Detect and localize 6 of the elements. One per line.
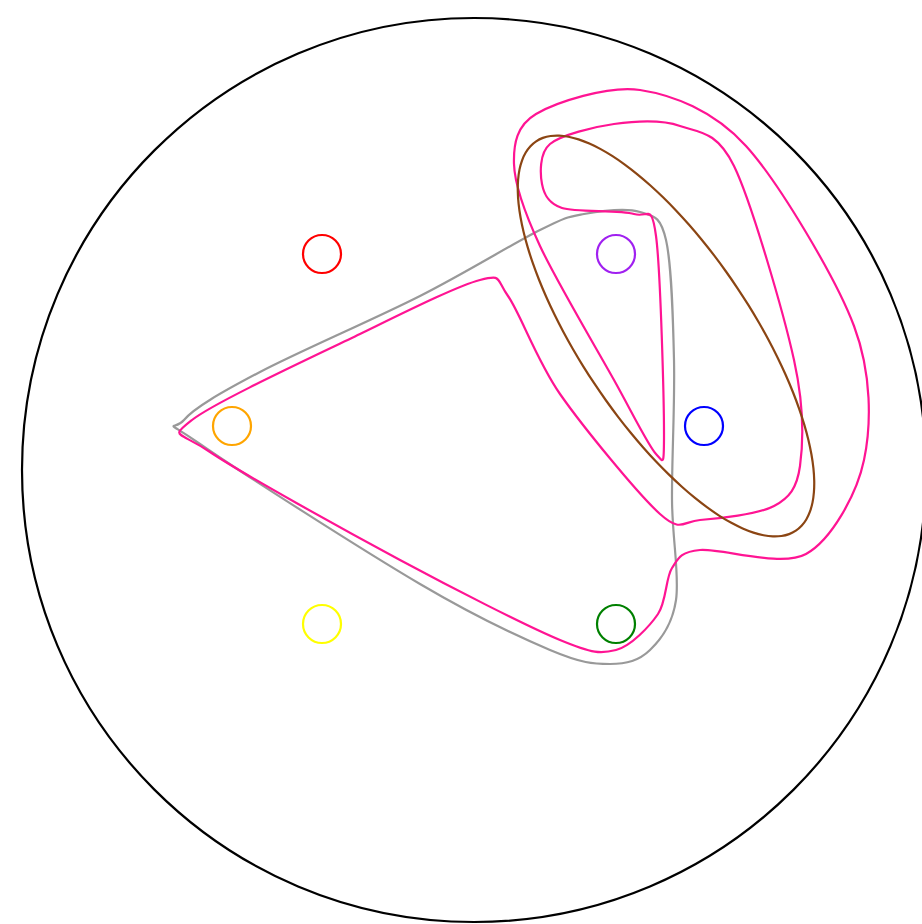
vertex-circle [301,233,343,275]
vertex-circle [301,603,343,645]
vertex-circle [683,405,725,447]
vertex-circle [595,233,637,275]
vertex-circle [595,603,637,645]
vertex-circle [211,405,253,447]
